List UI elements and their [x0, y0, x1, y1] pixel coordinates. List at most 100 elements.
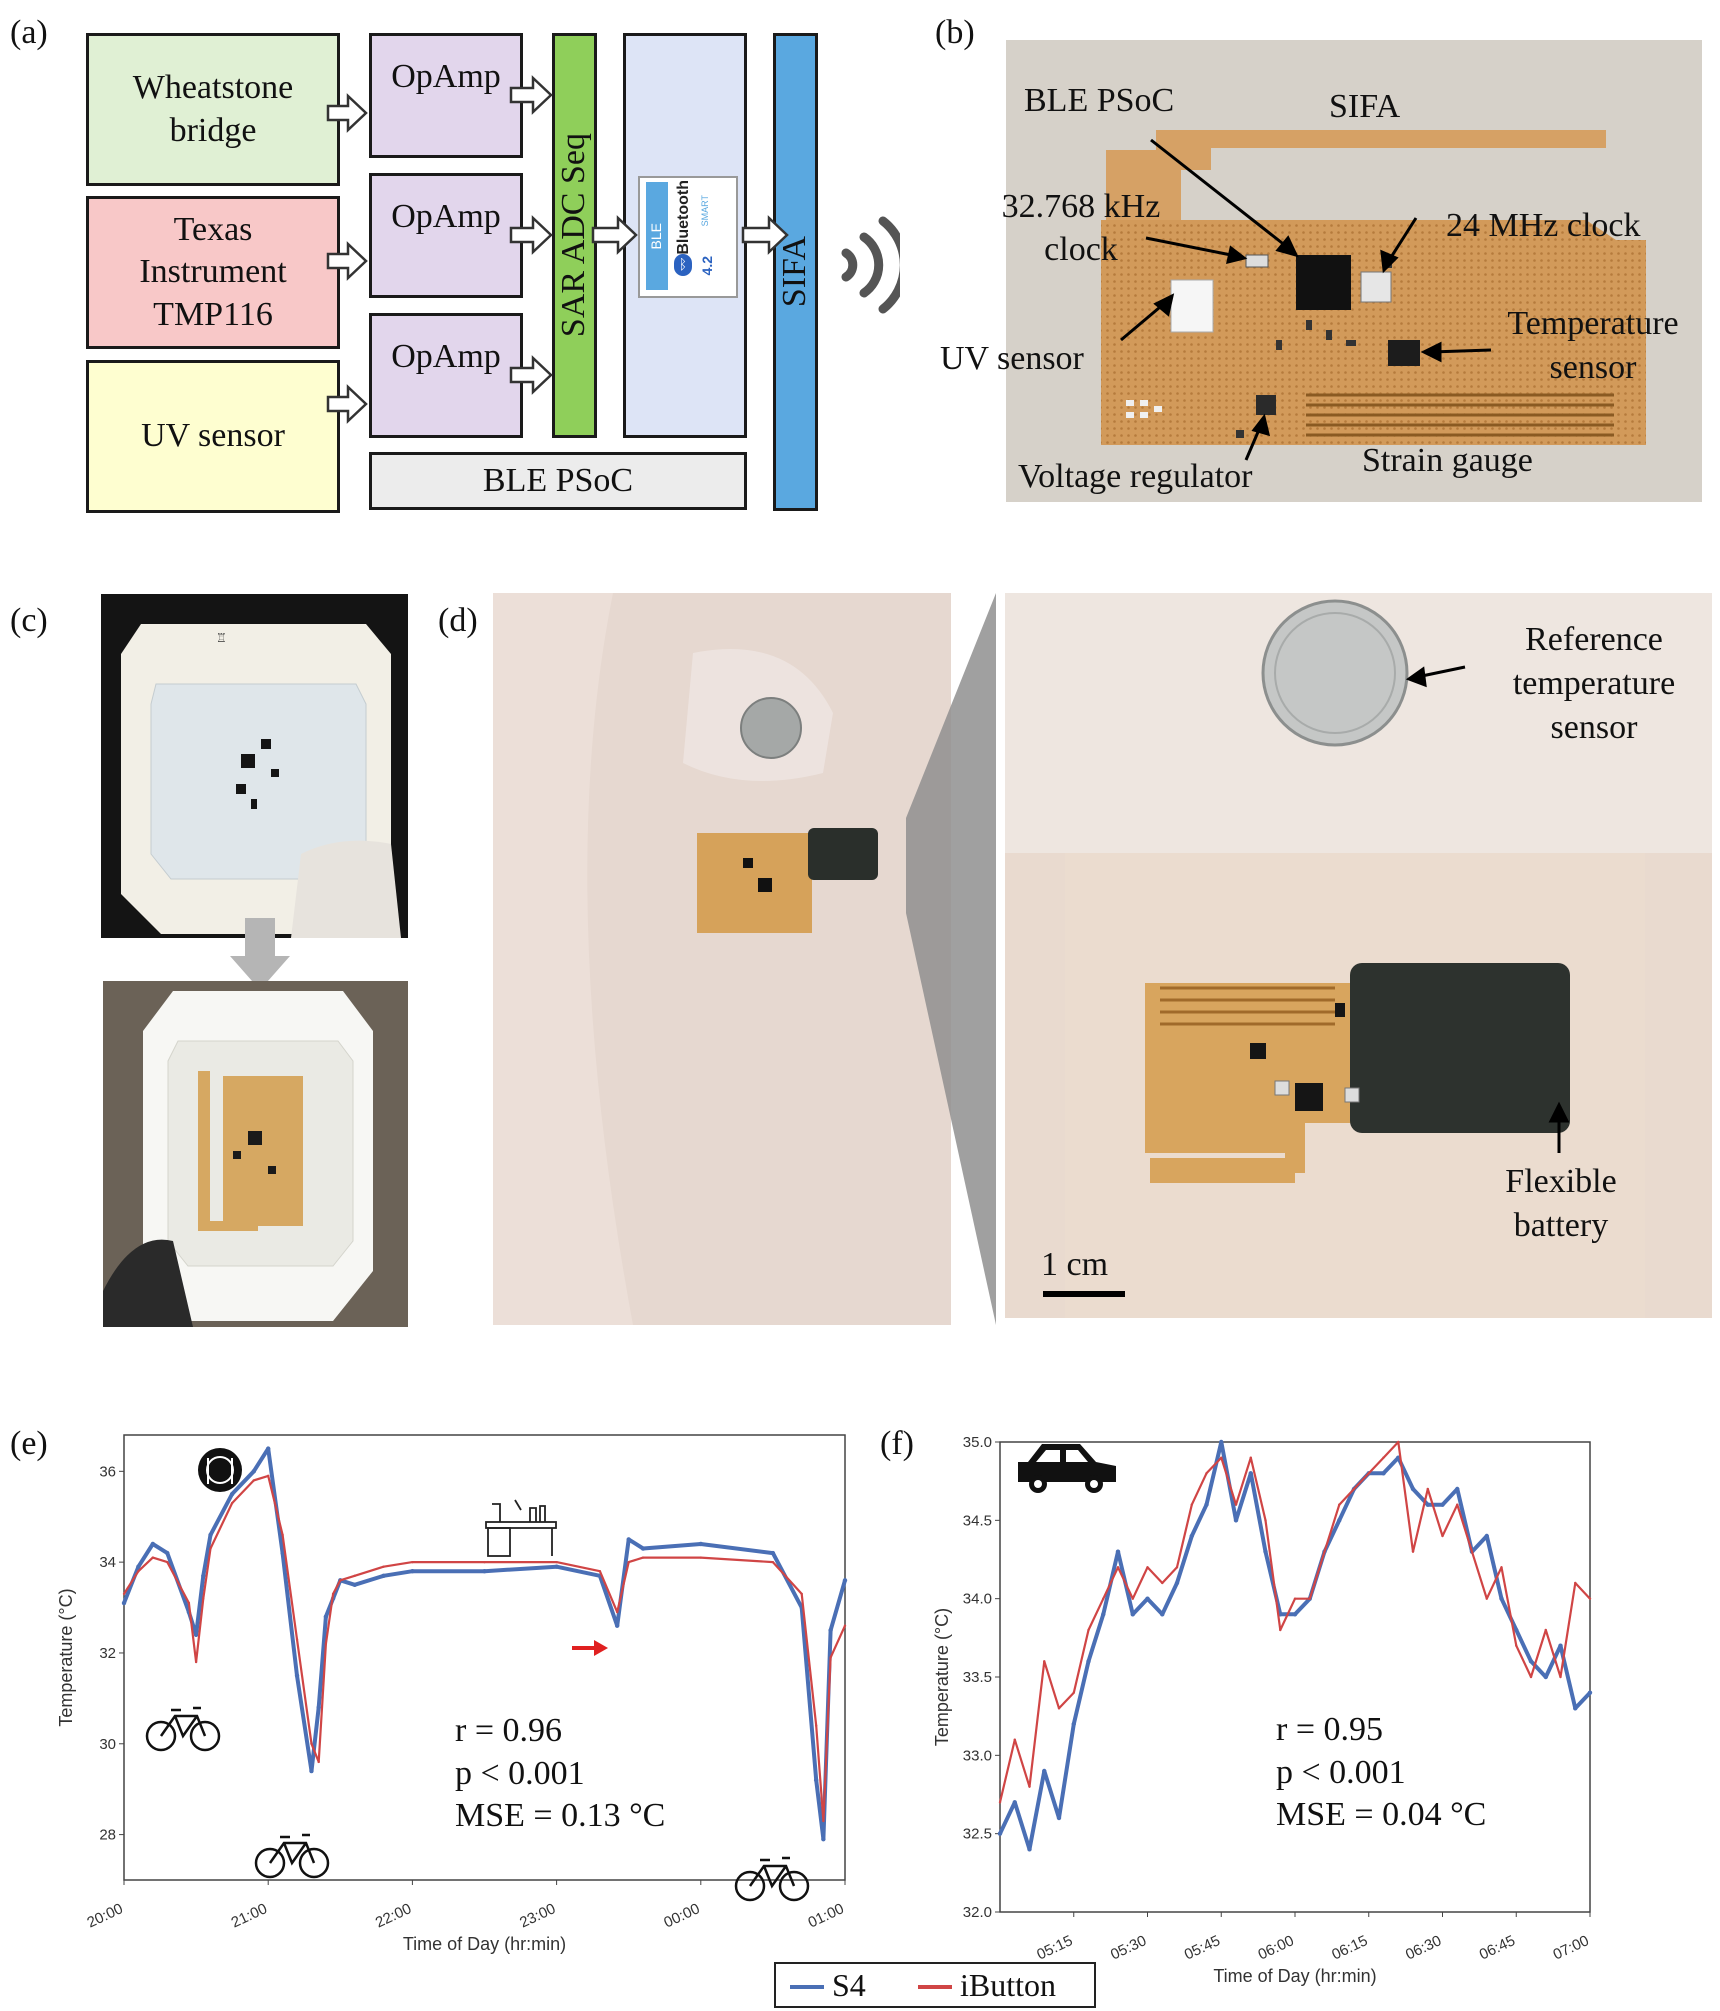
- board-label-clock24: 24 MHz clock: [1446, 207, 1641, 244]
- opamp-label: OpAmp: [391, 338, 501, 375]
- chart-e-point-ibutton: [641, 1556, 645, 1559]
- chart-e-point-s4: [482, 1569, 487, 1574]
- chart-e-point-s4: [165, 1550, 170, 1556]
- chart-e-point-s4: [294, 1673, 300, 1678]
- psoc-chip: [1296, 255, 1351, 310]
- chart-f-point-s4: [1558, 1643, 1563, 1648]
- bicycle-icon: [734, 1856, 810, 1902]
- tmp116-label: Texas Instrument TMP116: [139, 210, 287, 333]
- chart-e-point-ibutton: [615, 1610, 619, 1614]
- chart-f-point-s4: [1248, 1471, 1253, 1476]
- chart-f-xtick-label: 06:30: [1403, 1932, 1444, 1963]
- chart-f-xtick-label: 05:30: [1108, 1932, 1149, 1963]
- chart-e-xtick-label: 23:00: [517, 1900, 558, 1931]
- chart-e-point-ibutton: [331, 1592, 335, 1596]
- chart-e-point-s4: [201, 1573, 206, 1578]
- arrow-icon: [509, 75, 553, 115]
- bluetooth-icon: ᛒ: [674, 254, 692, 276]
- chart-f-point-s4: [1499, 1596, 1504, 1601]
- arrow-icon: [509, 355, 553, 395]
- chart-f-point-s4: [1189, 1533, 1194, 1539]
- chart-f-point-s4: [1204, 1502, 1209, 1507]
- chart-f-point-s4: [1587, 1690, 1593, 1695]
- chart-e-point-ibutton: [137, 1570, 140, 1573]
- chart-e-point-ibutton: [252, 1479, 255, 1482]
- red-arrow-icon: [572, 1640, 608, 1656]
- chart-e-series-ibutton: [123, 1474, 847, 1823]
- chart-e-ylabel: Temperature (°C): [56, 1588, 76, 1726]
- chart-e-point-s4: [251, 1469, 256, 1474]
- closeup-battery: [1350, 963, 1570, 1133]
- chart-f-xtick-label: 06:15: [1329, 1932, 1370, 1963]
- chart-e-point-s4: [280, 1550, 285, 1556]
- legend-ibutton-label: iButton: [960, 1967, 1057, 2003]
- chart-f-mse: MSE = 0.04 °C: [1276, 1796, 1487, 1833]
- chart-f-point-s4: [1425, 1502, 1430, 1507]
- chart-f-point-s4: [1292, 1612, 1298, 1617]
- patch-photo-bottom: [103, 981, 408, 1327]
- sifa-block: SIFA: [773, 33, 818, 511]
- zoom-wedge: [896, 593, 1006, 1325]
- chart-f-point-ibutton: [1441, 1534, 1444, 1538]
- chart-e-point-s4: [150, 1541, 156, 1547]
- board-label-sifa: SIFA: [1329, 88, 1401, 125]
- panel-label-a: (a): [10, 14, 48, 51]
- chart-f-p: p < 0.001: [1276, 1753, 1406, 1791]
- chart-e-point-ibutton: [598, 1570, 602, 1573]
- bluetooth-logo: BLE ᛒ Bluetooth SMART 4.2: [638, 176, 738, 298]
- chart-e-stats: r = 0.96 p < 0.001 MSE = 0.13 °C: [455, 1710, 665, 1838]
- chart-e-point-ibutton: [483, 1560, 486, 1564]
- arrow-icon: [326, 93, 368, 133]
- chart-e-point-s4: [121, 1600, 127, 1606]
- chart-f-point-ibutton: [1161, 1581, 1164, 1585]
- uv-sensor-block-label: UV sensor: [141, 417, 285, 455]
- clock32-chip: [1245, 254, 1269, 268]
- chart-e-point-s4: [842, 1578, 848, 1583]
- scale-label: 1 cm: [1041, 1246, 1109, 1283]
- opamp-label: OpAmp: [391, 58, 501, 95]
- chart-e-point-s4: [626, 1537, 631, 1542]
- chart-e-point-ibutton: [800, 1592, 803, 1596]
- chart-e-point-ibutton: [187, 1601, 191, 1605]
- legend-s4-line: [790, 1985, 824, 1989]
- bicycle-icon: [145, 1706, 221, 1752]
- chart-f-point-s4: [1160, 1612, 1165, 1617]
- chart-e-point-s4: [136, 1564, 141, 1569]
- chart-f-point-ibutton: [1544, 1628, 1547, 1632]
- chart-e-point-s4: [770, 1550, 776, 1556]
- chart-f-point-s4: [1440, 1502, 1445, 1507]
- desk-icon: [485, 1499, 557, 1557]
- arrow-icon: [509, 215, 553, 255]
- chart-f-point-ibutton: [1352, 1487, 1356, 1491]
- chart-f-ytick-label: 33.5: [963, 1669, 992, 1686]
- chart-e-point-ibutton: [295, 1638, 299, 1641]
- chart-f-point-ibutton: [1456, 1503, 1459, 1506]
- chart-e-point-s4: [266, 1446, 271, 1451]
- chart-f-xtick-label: 05:15: [1034, 1932, 1075, 1963]
- chart-f-point-s4: [1071, 1721, 1076, 1727]
- car-icon: [1018, 1444, 1116, 1493]
- chart-f-point-s4: [1027, 1847, 1032, 1852]
- patch-photo-top: ♖: [101, 594, 408, 938]
- chart-e-point-s4: [828, 1628, 833, 1633]
- chart-e-point-ibutton: [829, 1656, 832, 1659]
- board-photo: [1006, 40, 1702, 502]
- chart-f-point-s4: [1410, 1486, 1416, 1492]
- chart-f-point-ibutton: [1131, 1597, 1134, 1600]
- chart-e-point-s4: [381, 1573, 386, 1578]
- ble-psoc-bar-label: BLE PSoC: [482, 461, 634, 499]
- chart-f-point-s4: [1233, 1518, 1239, 1523]
- chart-f-point-ibutton: [1515, 1644, 1518, 1647]
- legend-s4-label: S4: [832, 1967, 866, 2003]
- opamp-block-1: OpAmp: [369, 33, 523, 158]
- chart-e-point-s4: [229, 1491, 235, 1497]
- chart-e-point-s4: [640, 1546, 646, 1551]
- clock24-chip: [1360, 271, 1392, 303]
- uv-sensor-chip: [1170, 279, 1214, 333]
- chart-f-ytick-label: 33.0: [963, 1747, 992, 1764]
- chart-f-point-ibutton: [1072, 1691, 1075, 1694]
- chart-e-point-s4: [698, 1541, 703, 1547]
- board-label-voltage-regulator: Voltage regulator: [1018, 458, 1253, 495]
